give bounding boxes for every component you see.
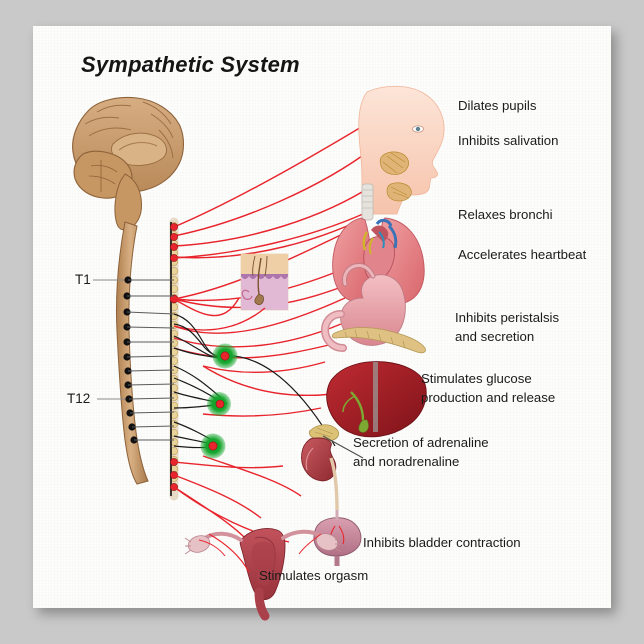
kidney-adrenal xyxy=(301,424,339,511)
organ-label-heartbeat: Accelerates heartbeat xyxy=(458,247,587,262)
segment-label-t1: T1 xyxy=(75,272,91,287)
prevertebral-ganglia xyxy=(200,343,238,459)
liver xyxy=(326,361,427,438)
uterus-ovaries xyxy=(184,528,342,621)
organ-label-glucose: Stimulates glucose production and releas… xyxy=(421,371,556,405)
organ-label-peristalsis: Inhibits peristalsis and secretion xyxy=(455,310,560,344)
organ-label-orgasm: Stimulates orgasm xyxy=(259,568,369,583)
spinal-cord xyxy=(115,221,149,485)
adrenal-leader-line xyxy=(322,435,364,459)
nerve-fibres-abdomen xyxy=(173,297,346,543)
head-profile xyxy=(358,85,445,215)
anatomy-illustration xyxy=(72,85,445,621)
brain-sagittal-section xyxy=(72,96,185,231)
rami-communicantes xyxy=(126,279,175,441)
skin-hair-follicle-inset xyxy=(240,253,289,311)
pancreas xyxy=(331,327,426,354)
organ-label-adrenaline: Secretion of adrenaline and noradrenalin… xyxy=(353,435,489,469)
page-title: Sympathetic System xyxy=(81,52,300,77)
sympathetic-chain xyxy=(169,217,179,501)
organ-label-bronchi: Relaxes bronchi xyxy=(458,207,553,222)
segment-leaders xyxy=(93,279,130,400)
segment-label-t12: T12 xyxy=(67,391,91,406)
organ-label-bladder: Inhibits bladder contraction xyxy=(363,535,521,550)
organ-label-salivation: Inhibits salivation xyxy=(458,133,559,148)
poster-sheet: Sympathetic System xyxy=(33,26,611,621)
preganglionic-fibres xyxy=(173,313,336,449)
organ-label-pupils: Dilates pupils xyxy=(458,98,537,113)
